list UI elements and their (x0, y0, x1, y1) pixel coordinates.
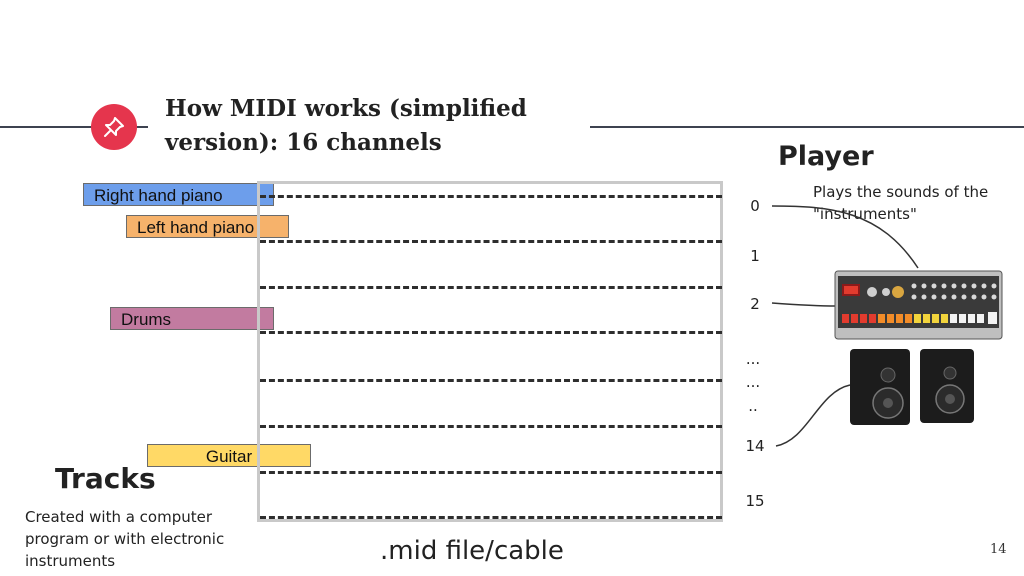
header-rule-right (590, 126, 1024, 128)
channel-line-2 (260, 286, 722, 289)
speakers-icon (850, 349, 974, 425)
channel-number: 2 (750, 295, 760, 313)
channel-line-7 (260, 516, 722, 519)
tracks-heading: Tracks (55, 462, 156, 495)
header-rule-left (0, 126, 148, 128)
connector-channel-2 (771, 302, 837, 307)
channel-number: ... (745, 373, 761, 391)
tracks-description: Created with a computer program or with … (25, 508, 225, 570)
player-description: Plays the sounds of the "instruments" (813, 183, 989, 223)
track-guitar: Guitar (147, 444, 311, 467)
channel-number: 15 (745, 492, 765, 510)
track-left-hand-piano: Left hand piano (126, 215, 289, 238)
channel-number: 14 (745, 437, 765, 455)
channel-line-4 (260, 379, 722, 382)
pushpin-icon (104, 117, 124, 137)
channel-number: .. (748, 397, 758, 415)
channel-number: ... (745, 350, 761, 368)
player-heading: Player (778, 141, 874, 172)
channel-number: 1 (750, 247, 760, 265)
page-number: 14 (990, 542, 1007, 557)
channel-line-3 (260, 331, 722, 334)
slide-title: How MIDI works (simplified version): 16 … (165, 95, 527, 156)
cable-label: .mid file/cable (380, 536, 564, 566)
channel-line-0 (260, 195, 722, 198)
track-label: Drums (121, 310, 172, 329)
drum-machine-icon (834, 270, 1003, 340)
connector-channel-0 (771, 205, 919, 269)
midi-cable-box (257, 181, 723, 522)
track-label: Left hand piano (137, 218, 255, 237)
channel-line-5 (260, 425, 722, 428)
track-right-hand-piano: Right hand piano (83, 183, 274, 206)
channel-line-6 (260, 471, 722, 474)
pin-badge (91, 104, 137, 150)
channel-number: 0 (750, 197, 760, 215)
track-drums: Drums (110, 307, 274, 330)
track-label: Right hand piano (94, 186, 223, 205)
channel-line-1 (260, 240, 722, 243)
track-label: Guitar (205, 447, 253, 466)
connector-channel-14 (775, 384, 851, 447)
